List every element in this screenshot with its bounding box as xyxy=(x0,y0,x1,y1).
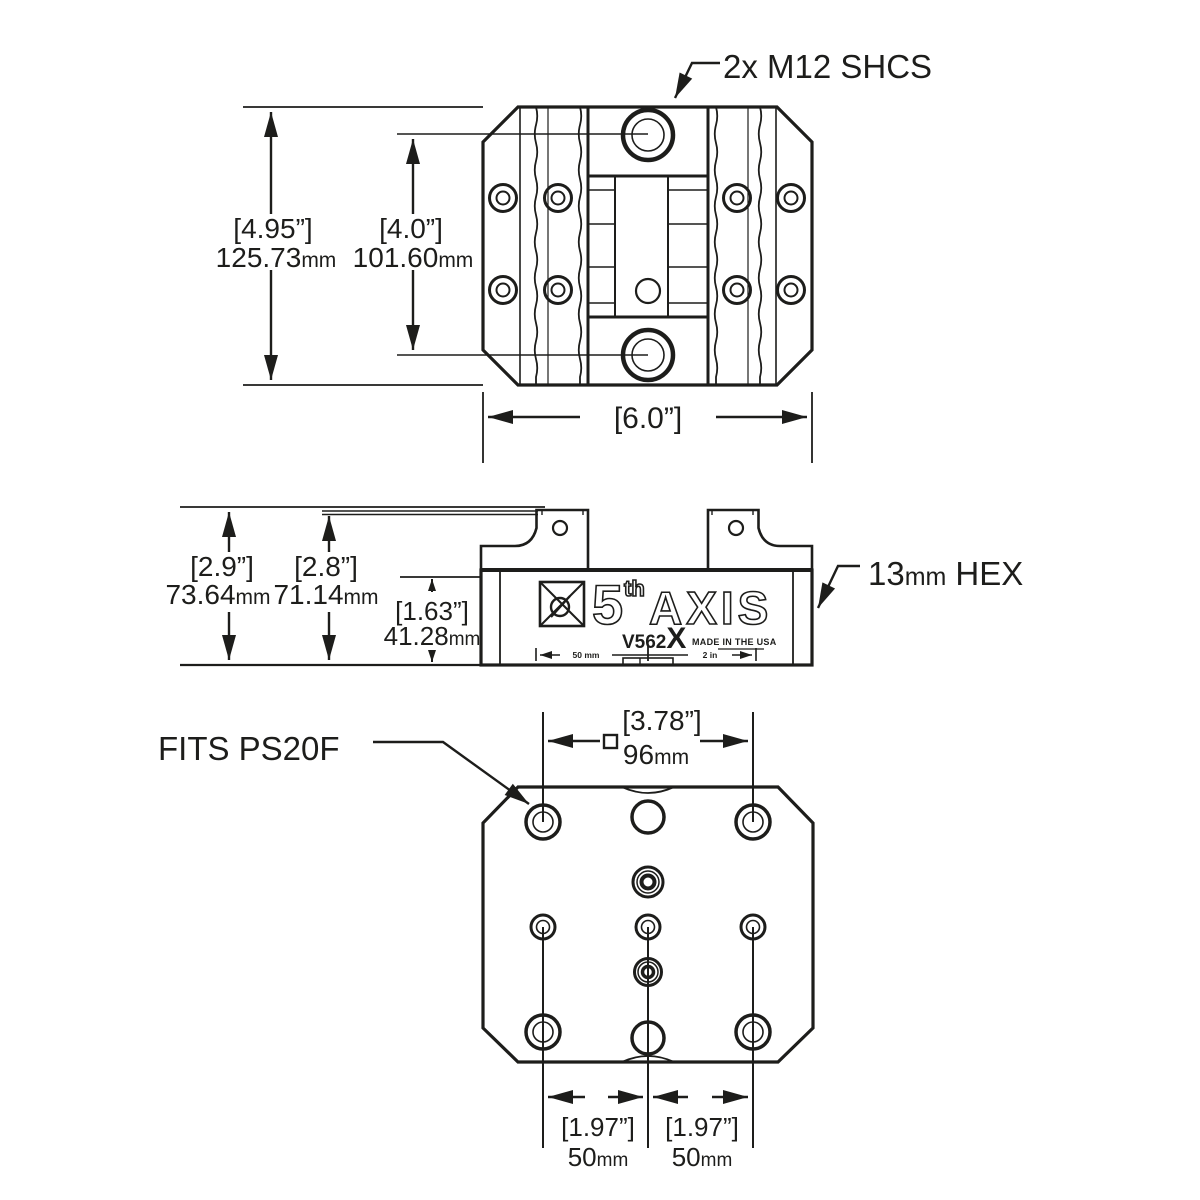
top-view: [4.95”] 125.73mm [4.0”] 101.60mm [6.0”] … xyxy=(216,48,932,463)
center-screw-bar xyxy=(614,175,669,318)
side-view: 5 th AXIS V562X MADE IN THE USA 50 mm 2 … xyxy=(165,506,1023,667)
dim-width-inches: [6.0”] xyxy=(614,402,682,435)
dim-hole-span-mm: 101.60mm xyxy=(353,242,474,273)
serration-left-inner xyxy=(577,106,583,386)
callout-fits-label: FITS PS20F xyxy=(158,730,340,767)
callout-hex-leader xyxy=(816,564,860,609)
mount-hole-bottom-right xyxy=(734,1013,772,1051)
dim-square-mm: 96mm xyxy=(623,739,689,770)
serration-right-inner xyxy=(713,106,719,386)
dim-right-mm: 50mm xyxy=(672,1142,733,1172)
dim-height-mm: 125.73mm xyxy=(216,242,337,273)
mount-hole-top-left xyxy=(524,803,562,841)
callout-fits-leader xyxy=(373,740,530,805)
scale-right-label: 2 in xyxy=(703,650,718,660)
logo-axis: AXIS xyxy=(649,582,772,634)
right-jaw xyxy=(706,508,814,570)
serration-left-outer xyxy=(533,106,539,386)
dim-body-inches: [1.63”] xyxy=(395,596,469,626)
dim-right-inches: [1.97”] xyxy=(665,1112,739,1142)
hole-mid-center xyxy=(634,913,662,941)
mount-hole-bottom-left xyxy=(524,1013,562,1051)
dim-overall-inches: [2.9”] xyxy=(190,551,254,582)
shcs-hole-top xyxy=(620,107,676,163)
dim-jaw-height: [2.8”] 71.14mm xyxy=(273,516,379,660)
dim-height: [4.95”] 125.73mm xyxy=(216,112,337,380)
dim-left-mm: 50mm xyxy=(568,1142,629,1172)
model-number: V562X xyxy=(622,622,686,655)
dim-body-mm: 41.28mm xyxy=(384,621,481,651)
bottom-view: [3.78”] 96mm [1.97”] 50mm [1.97”] 50mm F… xyxy=(158,705,815,1172)
branding: 5 th AXIS V562X MADE IN THE USA 50 mm 2 … xyxy=(535,572,777,666)
serration-right-outer xyxy=(757,106,763,386)
scale-bar: 50 mm 2 in xyxy=(535,646,757,661)
dim-spacing-right: [1.97”] 50mm xyxy=(653,1090,748,1172)
hole-bottom-center xyxy=(630,1020,666,1056)
center-mechanism xyxy=(588,174,708,319)
jaw-screws xyxy=(488,183,806,305)
keyway-tab xyxy=(622,657,674,666)
callout-shcs: 2x M12 SHCS xyxy=(673,48,932,99)
callout-fits: FITS PS20F xyxy=(158,730,530,805)
base-outline xyxy=(481,785,815,1064)
logo-th: th xyxy=(624,576,645,601)
scale-left-label: 50 mm xyxy=(573,650,600,660)
dim-overall-mm: 73.64mm xyxy=(165,579,270,610)
left-jaw xyxy=(479,508,590,570)
dim-width: [6.0”] xyxy=(482,392,813,463)
dim-jaw-mm: 71.14mm xyxy=(273,579,378,610)
fifth-axis-logo-icon xyxy=(538,580,586,628)
made-in-usa-label: MADE IN THE USA xyxy=(692,637,777,647)
hole-top-center xyxy=(630,799,666,835)
callout-shcs-leader xyxy=(673,61,720,99)
mount-hole-top-right xyxy=(734,803,772,841)
jaw-hole xyxy=(727,519,745,537)
center-hole xyxy=(634,277,662,305)
square-symbol-icon xyxy=(602,733,619,750)
dim-spacing-left: [1.97”] 50mm xyxy=(548,1090,643,1172)
dim-hole-span-inches: [4.0”] xyxy=(379,213,443,244)
callout-shcs-label: 2x M12 SHCS xyxy=(723,48,932,85)
dim-left-inches: [1.97”] xyxy=(561,1112,635,1142)
pull-stud-lower xyxy=(633,957,663,987)
dim-hole-span: [4.0”] 101.60mm xyxy=(353,139,474,350)
pull-stud-upper xyxy=(631,865,665,899)
vise-body-outline xyxy=(481,105,814,387)
dim-height-inches: [4.95”] xyxy=(233,213,312,244)
dim-overall-height: [2.9”] 73.64mm xyxy=(165,512,271,660)
dim-jaw-inches: [2.8”] xyxy=(294,551,358,582)
dim-square-inches: [3.78”] xyxy=(622,705,701,736)
hole-mid-left xyxy=(529,913,557,941)
jaw-hole xyxy=(551,519,569,537)
hole-mid-right xyxy=(739,913,767,941)
logo-five: 5 xyxy=(592,573,623,636)
dim-body-height: [1.63”] 41.28mm xyxy=(384,579,481,662)
top-notch xyxy=(621,786,675,794)
dim-square-pattern: [3.78”] 96mm xyxy=(548,705,748,770)
